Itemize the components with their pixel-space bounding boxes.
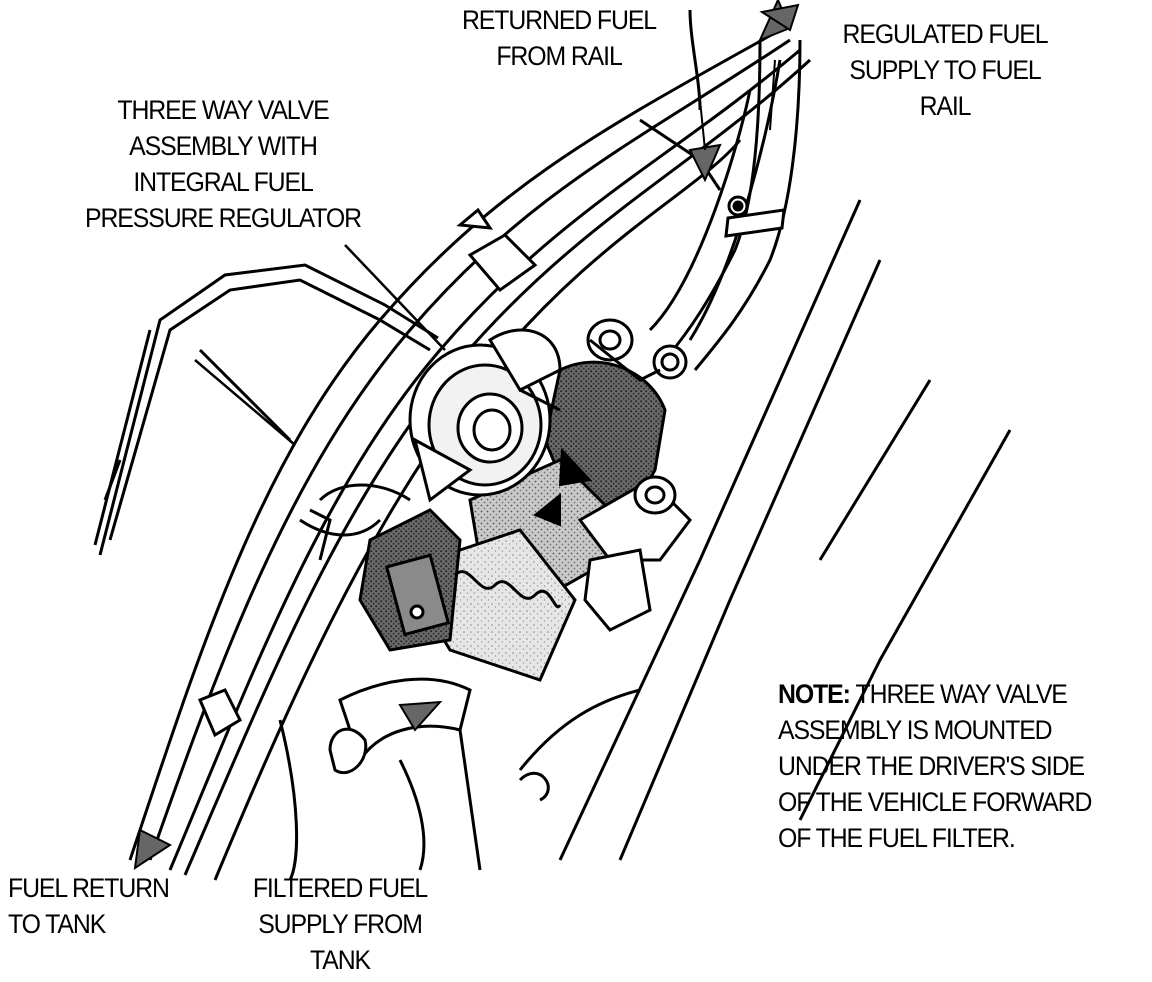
note-keyword: NOTE: bbox=[778, 679, 856, 709]
label-valve-assembly: THREE WAY VALVE ASSEMBLY WITH INTEGRAL F… bbox=[75, 92, 371, 236]
label-line: PRESSURE REGULATOR bbox=[85, 203, 362, 233]
label-fuel-return: FUEL RETURN TO TANK bbox=[8, 870, 192, 942]
label-line: RAIL bbox=[919, 91, 972, 121]
valve-inlet-hoses bbox=[299, 483, 411, 561]
note-line-first: NOTE: THREE WAY VALVE bbox=[778, 676, 1109, 712]
label-line: SUPPLY FROM bbox=[258, 909, 423, 939]
label-line: TANK bbox=[309, 945, 371, 975]
label-line: SUPPLY TO FUEL bbox=[849, 55, 1041, 85]
connector-icon bbox=[384, 553, 562, 637]
label-line: TO TANK bbox=[8, 909, 106, 939]
label-line: INTEGRAL FUEL bbox=[133, 167, 313, 197]
label-returned-fuel: RETURNED FUEL FROM RAIL bbox=[457, 2, 661, 74]
line-bracket bbox=[456, 207, 538, 293]
supply-hose bbox=[663, 39, 802, 371]
leader-lines bbox=[194, 244, 446, 446]
label-regulated-fuel: REGULATED FUEL SUPPLY TO FUEL RAIL bbox=[828, 16, 1062, 124]
label-line: ASSEMBLY WITH bbox=[129, 131, 318, 161]
label-line: THREE WAY VALVE bbox=[117, 95, 329, 125]
pressure-regulator bbox=[408, 328, 562, 503]
label-line: FUEL RETURN bbox=[8, 873, 170, 903]
flow-direction-lines bbox=[699, 59, 776, 151]
note-line: UNDER THE DRIVER'S SIDE bbox=[778, 751, 1085, 781]
flow-arrow-icon bbox=[133, 0, 800, 871]
fuel-lines bbox=[128, 9, 812, 881]
filter-bracket bbox=[198, 677, 482, 881]
frame-member-right bbox=[518, 199, 1012, 861]
label-filtered-fuel: FILTERED FUEL SUPPLY FROM TANK bbox=[244, 870, 435, 978]
note-line: THREE WAY VALVE bbox=[855, 679, 1068, 709]
note-line: OF THE VEHICLE FORWARD bbox=[778, 787, 1093, 817]
note-line: OF THE FUEL FILTER. bbox=[778, 823, 1016, 853]
hose-clamp-icon bbox=[724, 195, 786, 238]
fitting-connectors bbox=[586, 318, 688, 515]
label-line: REGULATED FUEL bbox=[842, 19, 1049, 49]
label-line: RETURNED FUEL bbox=[461, 5, 657, 35]
label-line: FROM RAIL bbox=[496, 41, 622, 71]
label-line: FILTERED FUEL bbox=[252, 873, 428, 903]
frame-rail bbox=[93, 263, 439, 556]
note-block: NOTE: THREE WAY VALVE ASSEMBLY IS MOUNTE… bbox=[778, 676, 1109, 856]
note-line: ASSEMBLY IS MOUNTED bbox=[778, 715, 1053, 745]
